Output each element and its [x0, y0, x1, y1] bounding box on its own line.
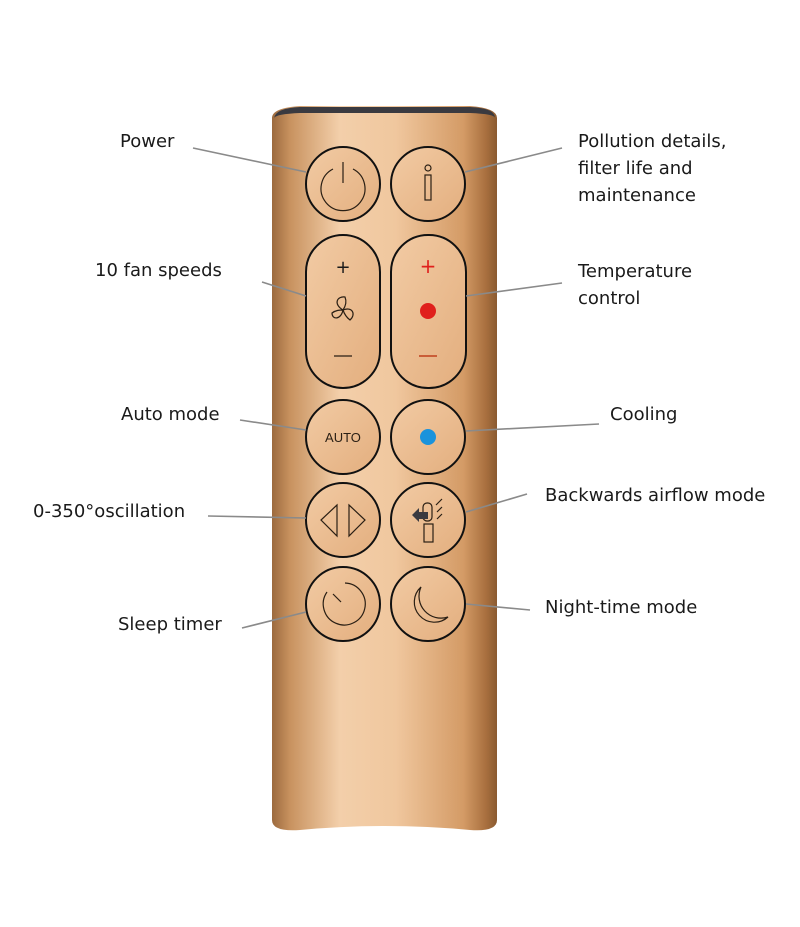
backwards-airflow-button[interactable]: [390, 482, 466, 558]
auto-label: AUTO: [325, 430, 361, 445]
label-sleep-timer: Sleep timer: [118, 614, 222, 635]
oscillation-button[interactable]: [305, 482, 381, 558]
label-cooling: Cooling: [610, 404, 677, 425]
leader-lines: [192, 147, 600, 629]
temperature-control: +: [390, 234, 467, 389]
power-icon: [320, 162, 366, 212]
remote-top-cap: [274, 107, 495, 118]
heat-dot-icon: [420, 303, 436, 319]
label-pollution-1: Pollution details,: [578, 131, 727, 152]
label-backwards-airflow: Backwards airflow mode: [545, 485, 765, 506]
fan-icon: [331, 296, 354, 321]
cooling-button[interactable]: [390, 399, 466, 475]
fan-speed-control: +: [305, 234, 381, 389]
label-pollution-2: filter life and: [578, 158, 693, 179]
night-mode-button[interactable]: [390, 566, 466, 642]
auto-mode-button[interactable]: AUTO: [305, 399, 381, 475]
power-button[interactable]: [305, 146, 381, 222]
temperature-plus-button[interactable]: +: [420, 254, 437, 278]
moon-icon: [413, 586, 449, 623]
sleep-timer-button[interactable]: [305, 566, 381, 642]
timer-icon: [322, 582, 366, 626]
info-icon: [424, 164, 432, 201]
label-pollution-3: maintenance: [578, 185, 696, 206]
label-power: Power: [120, 131, 175, 152]
fan-speed-plus-button[interactable]: +: [335, 257, 350, 278]
oscillation-icon: [320, 503, 366, 538]
info-button[interactable]: [390, 146, 466, 222]
label-night-mode: Night-time mode: [545, 597, 697, 618]
label-fan-speeds: 10 fan speeds: [95, 260, 222, 281]
backwards-airflow-icon: [412, 498, 443, 543]
label-oscillation: 0-350°oscillation: [33, 501, 185, 522]
label-temperature-2: control: [578, 288, 640, 309]
cool-dot-icon: [420, 429, 436, 445]
remote-body: [272, 106, 497, 831]
label-auto-mode: Auto mode: [121, 404, 220, 425]
label-temperature-1: Temperature: [577, 261, 692, 282]
